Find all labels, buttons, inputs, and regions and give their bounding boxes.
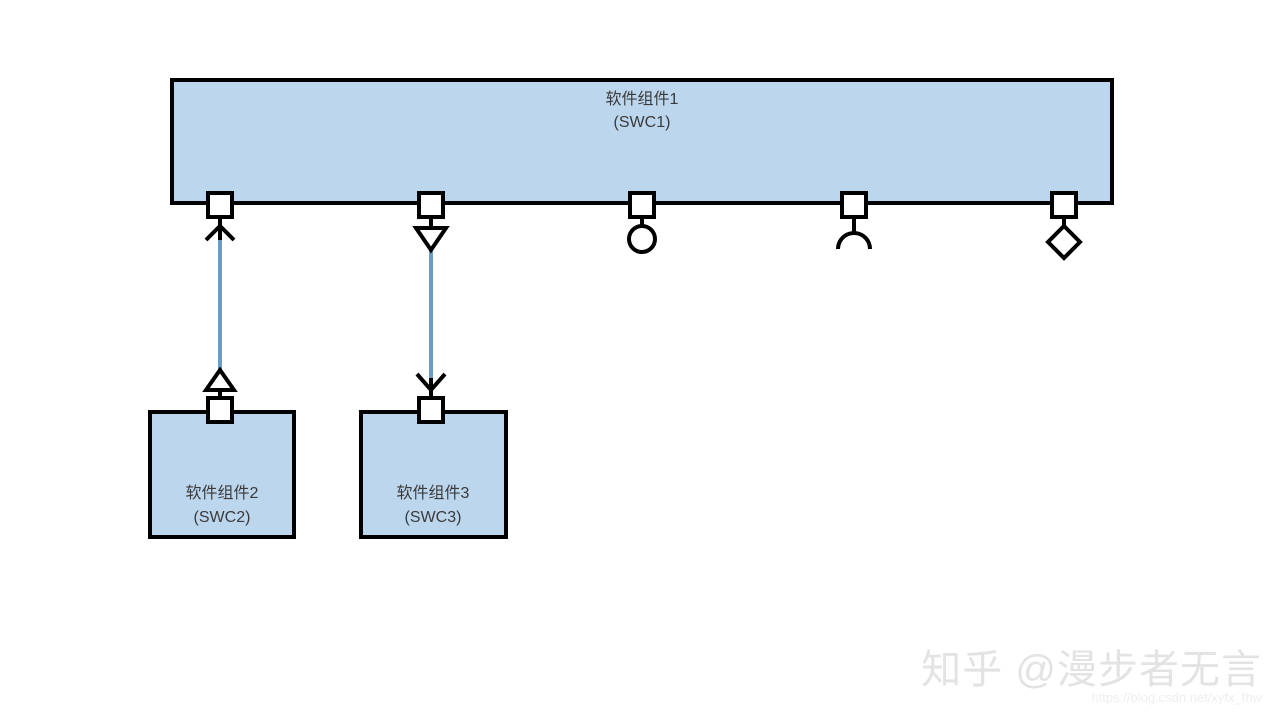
receiver-port-icon: [204, 223, 236, 242]
watermark-brand: 知乎 @漫步者无言: [921, 648, 1262, 692]
sender-port-icon: [412, 226, 450, 254]
port-swc1-p2[interactable]: [412, 191, 450, 254]
component-swc1-body[interactable]: [170, 78, 1114, 205]
component-swc1-label-en: (SWC1): [614, 114, 671, 131]
watermark-url: https://blog.csdn.net/xyfx_fhw: [1091, 690, 1262, 705]
port-swc1-p4[interactable]: [836, 191, 872, 250]
component-swc2-label-en: (SWC2): [194, 509, 251, 526]
sender-port-icon: [202, 366, 238, 392]
port-square[interactable]: [1050, 191, 1078, 219]
component-swc1-label-cn: 软件组件1: [606, 90, 679, 108]
port-square[interactable]: [206, 191, 234, 219]
required-interface-icon: [836, 231, 872, 250]
mode-port-icon: [1045, 223, 1083, 261]
port-square[interactable]: [417, 191, 445, 219]
component-swc2-body[interactable]: [148, 410, 296, 539]
port-swc1-p3[interactable]: [627, 191, 657, 254]
component-swc3-label-cn: 软件组件3: [397, 484, 470, 502]
component-swc1[interactable]: 软件组件1 (SWC1): [170, 78, 1114, 205]
port-square[interactable]: [840, 191, 868, 219]
port-square[interactable]: [206, 396, 234, 424]
component-swc2[interactable]: 软件组件2 (SWC2): [148, 410, 296, 539]
port-square[interactable]: [628, 191, 656, 219]
port-swc1-p1[interactable]: [204, 191, 236, 242]
port-swc3-p1[interactable]: [415, 372, 447, 424]
receiver-port-icon: [415, 372, 447, 394]
component-swc2-label-cn: 软件组件2: [186, 484, 259, 502]
component-swc3-label-en: (SWC3): [405, 509, 462, 526]
port-square[interactable]: [417, 396, 445, 424]
provided-interface-icon: [627, 224, 657, 254]
port-swc1-p5[interactable]: [1045, 191, 1083, 261]
port-swc2-p1[interactable]: [202, 366, 238, 424]
component-swc3[interactable]: 软件组件3 (SWC3): [359, 410, 508, 539]
watermark: 知乎 @漫步者无言 https://blog.csdn.net/xyfx_fhw: [921, 648, 1262, 705]
